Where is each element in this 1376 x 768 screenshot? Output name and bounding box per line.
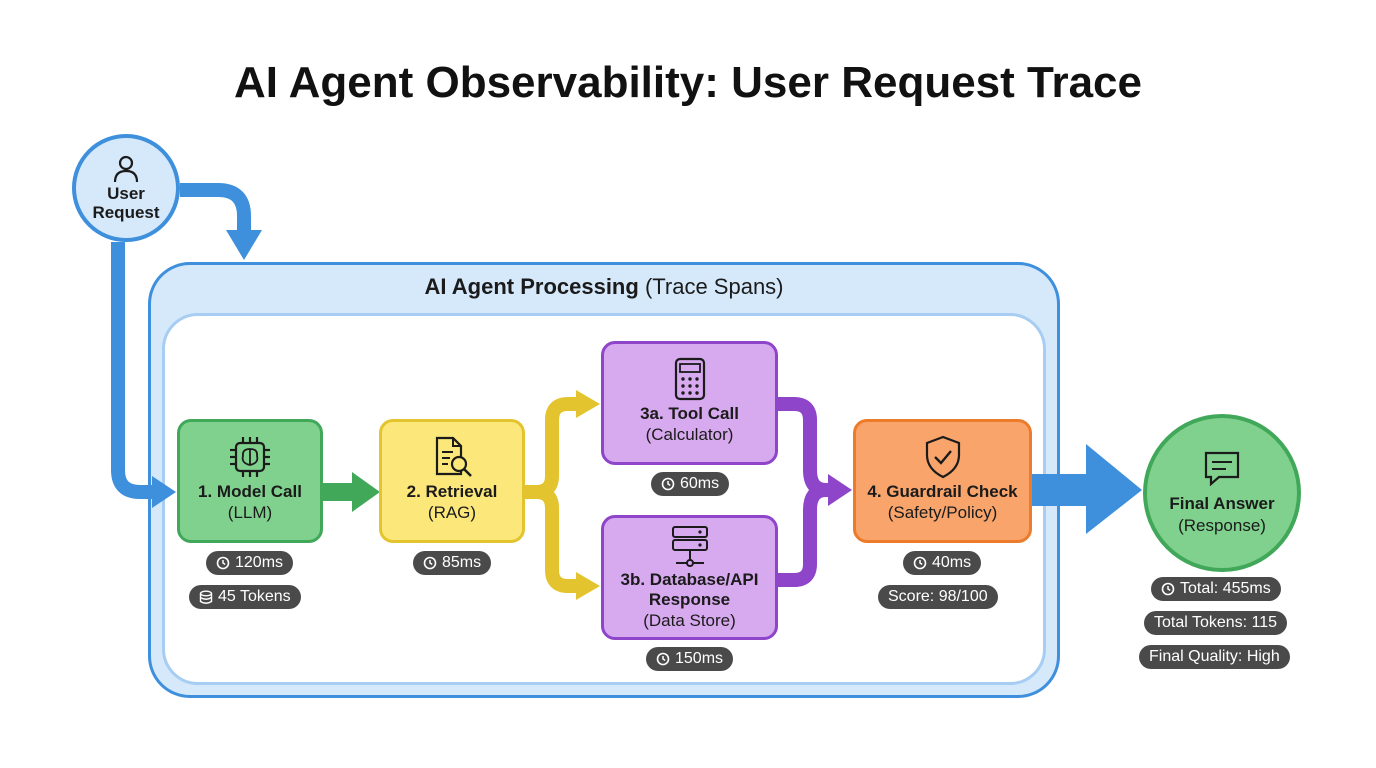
clock-icon xyxy=(661,477,675,491)
model-call-tokens: 45 Tokens xyxy=(218,588,291,605)
tool-call-time: 60ms xyxy=(680,475,720,492)
clock-icon xyxy=(913,556,927,570)
tool-call-node: 3a. Tool Call (Calculator) xyxy=(601,341,778,465)
database-subtitle: (Data Store) xyxy=(643,611,736,630)
database-time-badge: 150ms xyxy=(646,647,734,671)
clock-icon xyxy=(1161,582,1175,596)
model-to-retrieval-arrowhead xyxy=(352,472,380,512)
fork-arrowhead-bottom xyxy=(576,572,600,600)
tool-call-subtitle: (Calculator) xyxy=(645,425,734,444)
retrieval-fork-arrow xyxy=(525,397,580,593)
guardrail-to-final-arrow xyxy=(1032,474,1090,506)
guardrail-time-badge: 40ms xyxy=(903,551,982,575)
tool-call-time-badge: 60ms xyxy=(651,472,730,496)
merge-arrow xyxy=(778,397,832,587)
retrieval-time: 85ms xyxy=(442,554,482,571)
model-call-time: 120ms xyxy=(235,554,284,571)
final-total-badge: Total: 455ms xyxy=(1151,577,1281,601)
server-icon xyxy=(671,526,708,567)
model-call-time-badge: 120ms xyxy=(206,551,294,575)
retrieval-subtitle: (RAG) xyxy=(427,503,477,522)
database-title-2: Response xyxy=(648,590,731,609)
merge-arrowhead xyxy=(828,474,852,506)
database-node: 3b. Database/API Response (Data Store) xyxy=(601,515,778,640)
container-title: AI Agent Processing (Trace Spans) xyxy=(148,274,1060,300)
database-title-1: 3b. Database/API xyxy=(620,570,759,589)
container-title-bold: AI Agent Processing xyxy=(424,274,639,299)
user-request-node: User Request xyxy=(72,134,180,242)
guardrail-time: 40ms xyxy=(932,554,972,571)
clock-icon xyxy=(216,556,230,570)
shield-check-icon xyxy=(925,435,960,479)
calculator-icon xyxy=(674,357,705,401)
guardrail-score-badge: Score: 98/100 xyxy=(878,585,998,609)
user-icon xyxy=(113,155,139,183)
final-answer-node: Final Answer (Response) xyxy=(1143,414,1301,572)
clock-icon xyxy=(423,556,437,570)
document-search-icon xyxy=(435,436,472,477)
model-call-subtitle: (LLM) xyxy=(227,503,273,522)
final-total: Total: 455ms xyxy=(1180,580,1271,597)
database-time: 150ms xyxy=(675,650,724,667)
retrieval-node: 2. Retrieval (RAG) xyxy=(379,419,525,543)
user-to-model-arrowhead xyxy=(152,476,176,508)
model-call-tokens-badge: 45 Tokens xyxy=(189,585,301,609)
model-call-title: 1. Model Call xyxy=(198,482,302,501)
user-request-label-2: Request xyxy=(92,203,160,222)
guardrail-score: Score: 98/100 xyxy=(888,588,988,605)
guardrail-title: 4. Guardrail Check xyxy=(867,482,1018,501)
model-to-retrieval-arrow xyxy=(322,483,354,501)
guardrail-to-final-arrowhead xyxy=(1086,444,1142,534)
guardrail-subtitle: (Safety/Policy) xyxy=(887,503,998,522)
guardrail-node: 4. Guardrail Check (Safety/Policy) xyxy=(853,419,1032,543)
model-call-node: 1. Model Call (LLM) xyxy=(177,419,323,543)
user-request-label-1: User xyxy=(107,184,145,203)
final-quality-badge: Final Quality: High xyxy=(1139,645,1290,669)
tool-call-title: 3a. Tool Call xyxy=(640,404,739,423)
final-tokens: Total Tokens: 115 xyxy=(1154,614,1278,631)
chat-icon xyxy=(1204,451,1240,487)
user-to-container-arrow xyxy=(180,183,251,234)
final-quality: Final Quality: High xyxy=(1149,648,1280,665)
container-title-rest: (Trace Spans) xyxy=(644,274,784,299)
fork-arrowhead-top xyxy=(576,390,600,418)
user-to-container-arrowhead xyxy=(226,230,262,260)
database-icon xyxy=(199,590,213,604)
retrieval-title: 2. Retrieval xyxy=(406,482,498,501)
final-tokens-badge: Total Tokens: 115 xyxy=(1144,611,1288,635)
clock-icon xyxy=(656,652,670,666)
final-answer-title: Final Answer xyxy=(1169,494,1275,513)
user-to-model-arrow xyxy=(111,242,156,499)
diagram-title: AI Agent Observability: User Request Tra… xyxy=(234,58,1142,107)
brain-chip-icon xyxy=(230,437,270,477)
final-answer-subtitle: (Response) xyxy=(1178,516,1266,535)
retrieval-time-badge: 85ms xyxy=(413,551,492,575)
